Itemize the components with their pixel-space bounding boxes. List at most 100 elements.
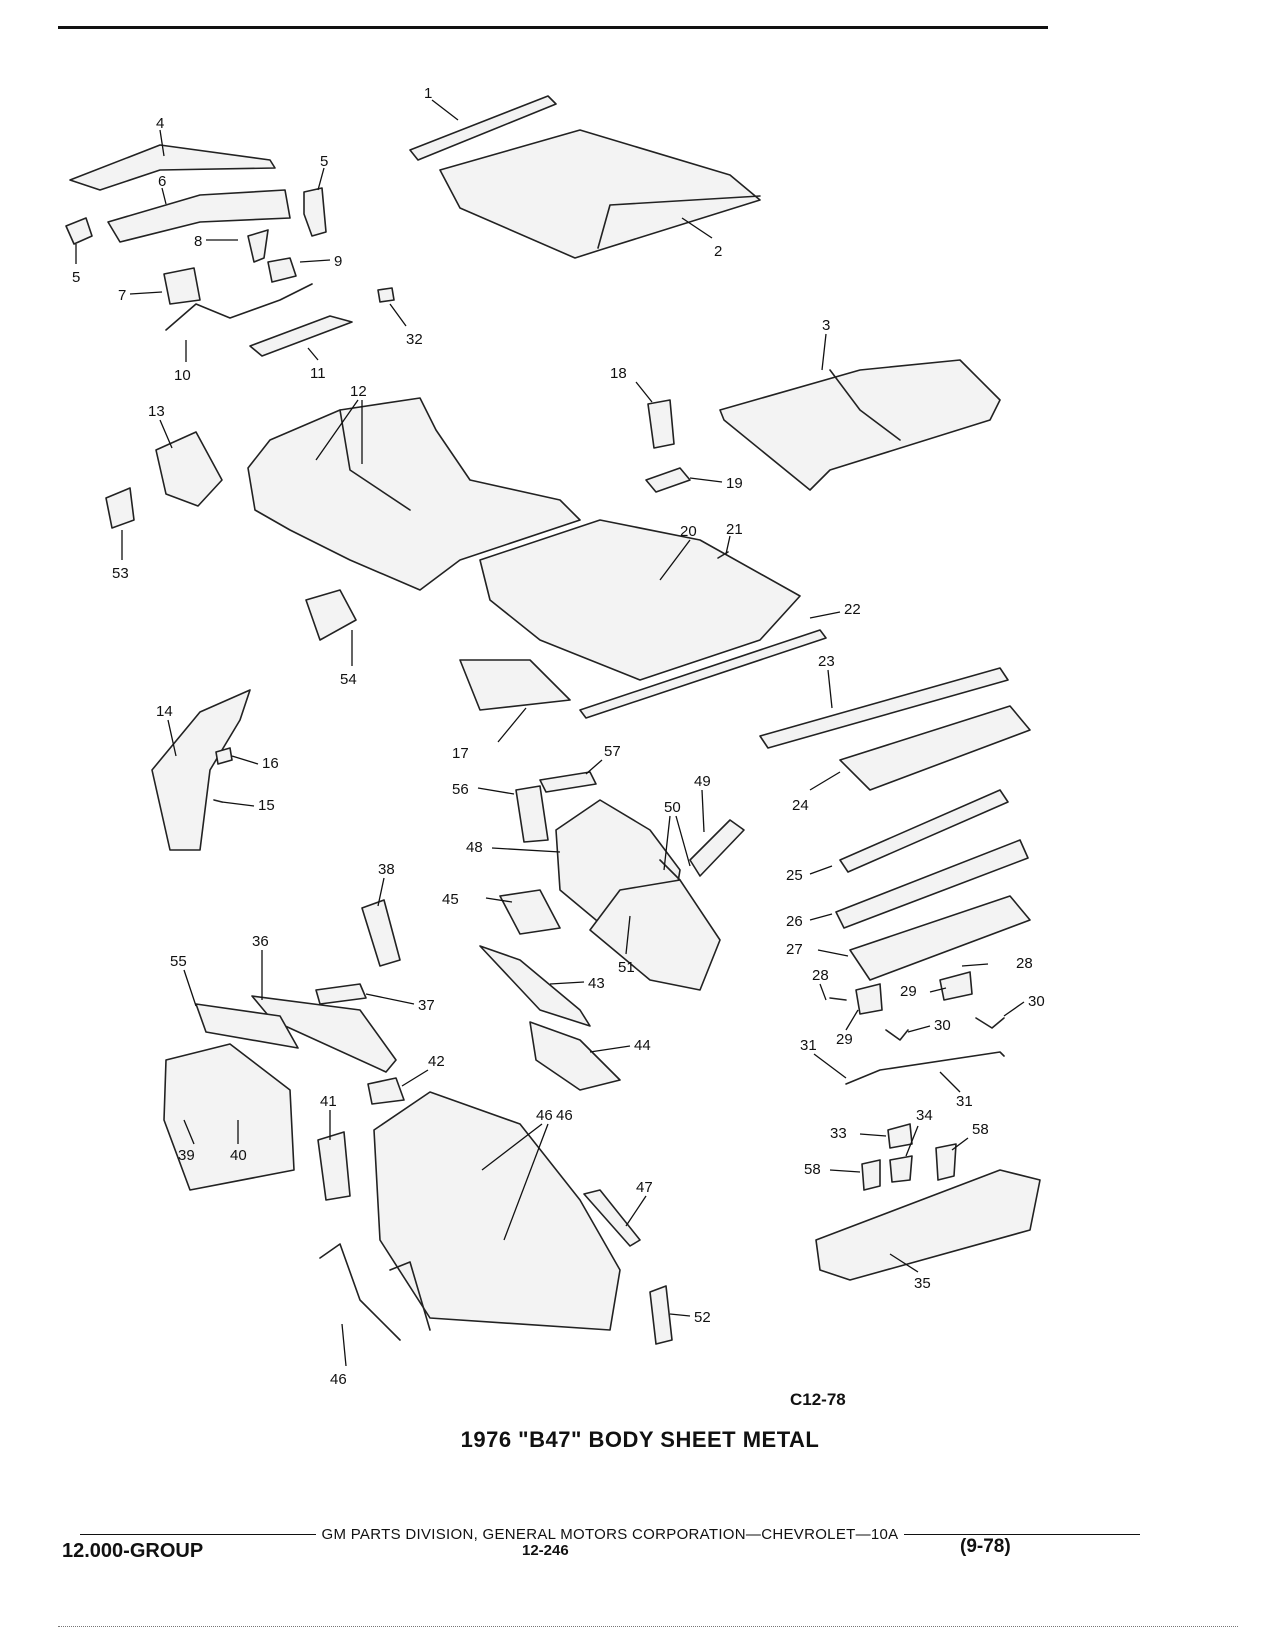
part-49-shape: [689, 819, 745, 877]
callout-14: 14: [156, 703, 173, 720]
callout-58b: 58: [972, 1121, 989, 1138]
part-44-shape: [529, 1021, 621, 1091]
callout-27: 27: [786, 941, 803, 958]
callout-43: 43: [588, 975, 605, 992]
part-6-shape: [107, 189, 291, 243]
part-40-shape: [163, 1043, 295, 1191]
callout-numbers: 1 2 3 4 5 5 6 7 8 9 10 11 12 13 14 15 16…: [72, 85, 1045, 1388]
footer-page-number: 12-246: [522, 1542, 569, 1559]
callout-12: 12: [350, 383, 367, 400]
callout-19: 19: [726, 475, 743, 492]
callout-25: 25: [786, 867, 803, 884]
callout-31: 31: [800, 1037, 817, 1054]
callout-30: 30: [934, 1017, 951, 1034]
part-26-shape: [835, 839, 1029, 929]
callout-5b: 5: [72, 269, 80, 286]
part-29-shape: [855, 983, 883, 1015]
part-7-shape: [163, 267, 201, 305]
callout-44: 44: [634, 1037, 651, 1054]
callout-46: 46: [536, 1107, 553, 1124]
part-30b-shape: [975, 1017, 1005, 1029]
part-5-shape-right: [303, 187, 327, 237]
leader-lines: [75, 99, 1025, 1367]
diagram-title: 1976 "B47" BODY SHEET METAL: [460, 1427, 820, 1452]
footer-division: GM PARTS DIVISION, GENERAL MOTORS CORPOR…: [321, 1526, 899, 1543]
callout-20: 20: [680, 523, 697, 540]
callout-37: 37: [418, 997, 435, 1014]
callout-10: 10: [174, 367, 191, 384]
top-rule: [58, 26, 1048, 29]
part-50-shape: [659, 859, 681, 881]
callout-52: 52: [694, 1309, 711, 1326]
callout-6: 6: [158, 173, 166, 190]
callout-50: 50: [664, 799, 681, 816]
footer-revision: (9-78): [960, 1536, 1011, 1557]
callout-48: 48: [466, 839, 483, 856]
part-51-shape: [589, 879, 721, 991]
callout-28b: 28: [812, 967, 829, 984]
callout-53: 53: [112, 565, 129, 582]
part-8-shape: [247, 229, 269, 263]
part-28-shape: [829, 997, 847, 1001]
part-12-shape: [247, 397, 581, 591]
part-38-shape: [361, 899, 401, 967]
callout-32: 32: [406, 331, 423, 348]
callout-57: 57: [604, 743, 621, 760]
callout-38: 38: [378, 861, 395, 878]
part-shapes: [65, 95, 1041, 1345]
callout-49: 49: [694, 773, 711, 790]
part-5-shape-left: [65, 217, 93, 245]
callout-28: 28: [1016, 955, 1033, 972]
part-10-shape: [165, 283, 313, 331]
callout-46c: 46: [556, 1107, 573, 1124]
callout-29: 29: [900, 983, 917, 1000]
callout-45: 45: [442, 891, 459, 908]
part-16-shape: [215, 747, 233, 765]
callout-2: 2: [714, 243, 722, 260]
footer-division-line: GM PARTS DIVISION, GENERAL MOTORS CORPOR…: [80, 1526, 1140, 1543]
part-54-shape: [305, 589, 357, 641]
part-23-shape: [759, 667, 1009, 749]
callout-21: 21: [726, 521, 743, 538]
part-53-shape: [105, 487, 135, 529]
callout-46b: 46: [330, 1371, 347, 1388]
callout-36: 36: [252, 933, 269, 950]
callout-51: 51: [618, 959, 635, 976]
callout-26: 26: [786, 913, 803, 930]
part-15-shape: [213, 799, 223, 803]
part-31-shape: [845, 1051, 1005, 1085]
part-18-shape: [647, 399, 675, 449]
part-47-shape: [583, 1189, 641, 1247]
callout-55: 55: [170, 953, 187, 970]
part-35-shape: [815, 1169, 1041, 1281]
part-13-shape: [155, 431, 223, 507]
part-24-shape: [839, 705, 1031, 791]
part-58b-shape: [935, 1143, 957, 1181]
part-17-shape: [459, 659, 571, 711]
callout-16: 16: [262, 755, 279, 772]
callout-18: 18: [610, 365, 627, 382]
part-46-shape: [373, 1091, 621, 1331]
part-9-shape: [267, 257, 297, 283]
footer-group: 12.000-GROUP: [62, 1540, 204, 1562]
part-29b-shape: [939, 971, 973, 1001]
callout-41: 41: [320, 1093, 337, 1110]
callout-4: 4: [156, 115, 164, 132]
part-34-shape: [889, 1155, 913, 1183]
part-32-shape: [377, 287, 395, 303]
part-57-shape: [539, 771, 597, 793]
part-33-shape: [887, 1123, 913, 1149]
callout-34: 34: [916, 1107, 933, 1124]
callout-23: 23: [818, 653, 835, 670]
callout-54: 54: [340, 671, 357, 688]
part-45-shape: [499, 889, 561, 935]
callout-8: 8: [194, 233, 202, 250]
callout-58: 58: [804, 1161, 821, 1178]
part-42-shape: [367, 1077, 405, 1105]
part-30-shape: [885, 1029, 909, 1041]
callout-42: 42: [428, 1053, 445, 1070]
callout-11: 11: [310, 365, 326, 382]
callout-3: 3: [822, 317, 830, 334]
part-11-shape: [249, 315, 353, 357]
